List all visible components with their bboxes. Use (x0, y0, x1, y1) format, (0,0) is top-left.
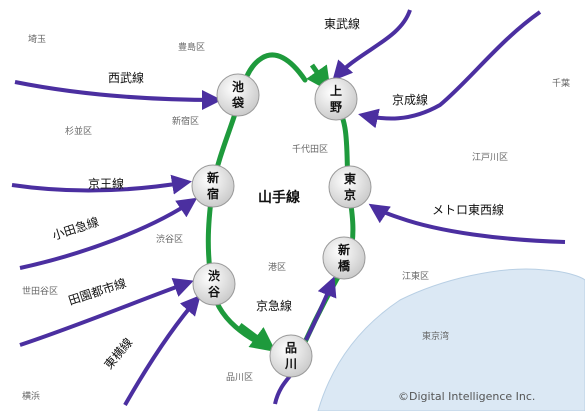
area-label-shinagawa-ku: 品川区 (226, 372, 253, 383)
line-label-keisei: 京成線 (392, 92, 428, 107)
station-shinjuku-char-2: 宿 (207, 186, 219, 201)
station-ueno-char-1: 上 (330, 83, 342, 98)
area-label-chiba: 千葉 (552, 77, 570, 89)
line-label-toyoko: 東横線 (101, 335, 136, 372)
station-shibuya-char-1: 渋 (208, 268, 220, 283)
station-ueno[interactable]: 上 野 (314, 77, 358, 121)
area-label-toshima: 豊島区 (178, 41, 205, 53)
line-label-denentoshi: 田園都市線 (66, 275, 128, 308)
keisei-line (358, 10, 542, 129)
station-shinjuku-char-1: 新 (207, 170, 219, 185)
station-shimbashi-char-2: 橋 (338, 258, 351, 273)
line-label-tobu: 東武線 (324, 16, 360, 31)
station-shinagawa-char-1: 品 (285, 341, 297, 355)
area-label-koto: 江東区 (402, 270, 429, 282)
area-label-suginami: 杉並区 (65, 125, 92, 137)
station-ikebukuro-char-1: 池 (232, 79, 244, 94)
area-label-yokohama: 横浜 (22, 390, 40, 402)
denentoshi-line (19, 278, 194, 347)
station-ikebukuro[interactable]: 池 袋 (216, 73, 260, 117)
station-shimbashi-char-1: 新 (338, 242, 350, 257)
station-shinagawa[interactable]: 品 川 (269, 334, 313, 378)
station-shinagawa-char-2: 川 (284, 357, 297, 371)
keikyu-line-upbound (304, 276, 337, 341)
tozai-line (368, 203, 566, 244)
area-label-minato: 港区 (268, 261, 286, 273)
area-label-shinjuku-ku: 新宿区 (172, 115, 199, 127)
station-ueno-char-2: 野 (330, 100, 342, 114)
loop-arrow-shibuya-shinagawa (238, 323, 276, 352)
station-shinjuku[interactable]: 新 宿 (191, 164, 235, 208)
station-shibuya-char-2: 谷 (208, 284, 221, 299)
area-label-tokyo-bay: 東京湾 (422, 330, 449, 342)
area-label-edogawa: 江戸川区 (472, 152, 508, 163)
area-label-saitama: 埼玉 (28, 33, 46, 45)
station-tokyo-char-2: 京 (344, 187, 356, 202)
station-ikebukuro-char-2: 袋 (231, 95, 245, 110)
line-label-tozai: メトロ東西線 (432, 202, 504, 217)
toyoko-line (123, 294, 201, 406)
keikyu-line-south (273, 374, 292, 405)
station-tokyo[interactable]: 東 京 (328, 165, 372, 209)
line-label-keikyu: 京急線 (256, 298, 292, 313)
odakyu-line (19, 197, 198, 270)
line-label-seibu: 西武線 (108, 70, 144, 85)
keio-line (11, 174, 192, 195)
station-shimbashi[interactable]: 新 橋 (322, 236, 366, 280)
line-label-keio: 京王線 (88, 176, 124, 191)
station-tokyo-char-1: 東 (344, 171, 356, 186)
seibu-line (14, 80, 222, 110)
tokyo-bay-water (317, 268, 585, 411)
station-shibuya[interactable]: 渋 谷 (192, 262, 236, 306)
tobu-line (332, 9, 412, 81)
area-label-setagaya: 世田谷区 (22, 285, 58, 297)
area-label-shibuya-ku: 渋谷区 (156, 233, 183, 245)
yamanote-loop-label: 山手線 (258, 189, 300, 206)
area-label-chiyoda: 千代田区 (292, 144, 328, 155)
line-label-odakyu: 小田急線 (50, 214, 100, 243)
copyright-notice: ©Digital Intelligence Inc. (398, 390, 535, 403)
